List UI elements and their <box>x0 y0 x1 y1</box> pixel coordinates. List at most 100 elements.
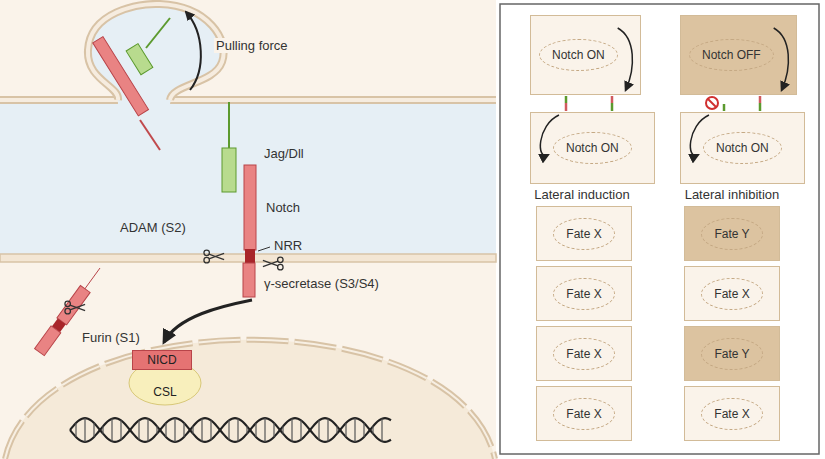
part-label: Pulling force <box>214 38 290 53</box>
dna-helix <box>318 420 319 439</box>
ligand-receptor <box>258 247 270 251</box>
signal-cell: Notch ON <box>530 112 655 184</box>
cell-decoration <box>774 28 789 90</box>
cell-decoration <box>133 351 192 370</box>
node-text: Fate X <box>553 218 614 250</box>
furin-precursor <box>65 301 85 314</box>
dna-helix <box>174 418 175 442</box>
dna-helix <box>183 423 184 437</box>
endocytosed-complex <box>93 18 170 150</box>
dna-helix <box>70 418 391 442</box>
sending-membrane <box>0 4 496 104</box>
dna-helix <box>264 418 265 442</box>
nicd-box: NICD <box>132 350 192 370</box>
right-panel <box>706 97 718 109</box>
part-label: NRR <box>272 238 304 253</box>
panel-caption: Lateral inhibition <box>683 187 782 202</box>
dna-helix <box>237 419 238 442</box>
dna-helix <box>363 423 364 437</box>
fate-cell: Fate X <box>684 386 780 441</box>
cell-backgrounds <box>0 0 496 100</box>
endocytosed-complex <box>126 44 153 75</box>
node-text: Fate Y <box>701 218 762 250</box>
endocytosed-complex <box>126 44 153 75</box>
cell-decoration <box>129 361 201 405</box>
right-panel <box>708 99 716 107</box>
right-panel <box>500 4 819 454</box>
dna-helix <box>372 426 373 433</box>
dna-helix <box>300 420 301 439</box>
node-text: Fate X <box>553 338 614 370</box>
cell-backgrounds <box>0 0 496 459</box>
right-panel <box>759 96 762 103</box>
cell-backgrounds <box>5 340 495 459</box>
dna-helix <box>138 420 139 439</box>
signal-cell: Notch OFF <box>680 15 797 95</box>
right-panel <box>611 96 614 103</box>
right-panel <box>611 103 614 111</box>
ligand-receptor <box>228 102 230 148</box>
cell-decoration <box>540 115 559 156</box>
ligand-receptor <box>263 257 283 270</box>
part-label: Jag/Dll <box>262 146 306 161</box>
dna-helix <box>381 419 382 442</box>
part-label: γ-secretase (S3/S4) <box>262 276 381 291</box>
dna-helix <box>70 418 391 442</box>
furin-precursor <box>57 285 90 324</box>
furin-precursor <box>84 268 100 290</box>
dna-helix <box>228 420 229 439</box>
ligand-receptor <box>245 249 255 263</box>
dna-helix <box>70 418 391 442</box>
dna-helix <box>102 426 103 433</box>
sending-membrane <box>0 98 496 102</box>
dna-helix <box>282 426 283 433</box>
ligand-receptor <box>222 148 236 192</box>
fate-cell: Fate Y <box>684 326 780 381</box>
dna-helix <box>210 420 211 439</box>
dna-helix <box>345 423 346 437</box>
signal-cell: Notch ON <box>530 15 641 95</box>
endocytosed-complex <box>140 120 160 150</box>
dna-helix <box>156 426 157 433</box>
node-text: NICD <box>147 353 176 367</box>
cell-backgrounds <box>0 258 496 459</box>
cell-backgrounds <box>5 340 495 459</box>
right-panel <box>759 103 762 111</box>
dna-helix <box>354 418 355 442</box>
node-text: Notch ON <box>553 132 632 164</box>
node-text: Fate Y <box>701 338 762 370</box>
ligand-receptor <box>243 263 255 297</box>
right-panel <box>500 4 819 454</box>
right-panel <box>565 103 568 111</box>
right-panel <box>723 104 726 111</box>
right-panel <box>565 96 568 103</box>
endocytosed-complex <box>146 18 170 48</box>
dna-helix <box>147 419 148 442</box>
dna-helix <box>336 426 337 433</box>
dna-helix <box>165 423 166 437</box>
dna-helix <box>120 420 121 439</box>
cell-backgrounds <box>5 340 495 459</box>
node-text: Notch OFF <box>689 39 774 71</box>
part-label: ADAM (S2) <box>118 220 188 235</box>
cell-decoration <box>618 28 633 90</box>
node-text: Fate X <box>701 278 762 310</box>
dna-helix <box>201 419 202 442</box>
ligand-receptor <box>244 165 256 250</box>
dna-helix <box>84 418 85 442</box>
fate-cell: Fate X <box>536 206 632 261</box>
fate-cell: Fate X <box>536 266 632 321</box>
furin-precursor <box>35 326 61 356</box>
dna-helix <box>93 423 94 437</box>
dna-helix <box>291 419 292 442</box>
cell-decoration <box>690 115 709 156</box>
node-text: Notch ON <box>539 39 618 71</box>
dna-helix <box>246 426 247 433</box>
node-text: Notch ON <box>703 132 782 164</box>
dna-helix <box>192 426 193 433</box>
panel-caption: Lateral induction <box>532 187 631 202</box>
dna-helix <box>75 423 76 437</box>
sending-membrane <box>0 96 496 104</box>
cell-backgrounds <box>0 100 496 258</box>
